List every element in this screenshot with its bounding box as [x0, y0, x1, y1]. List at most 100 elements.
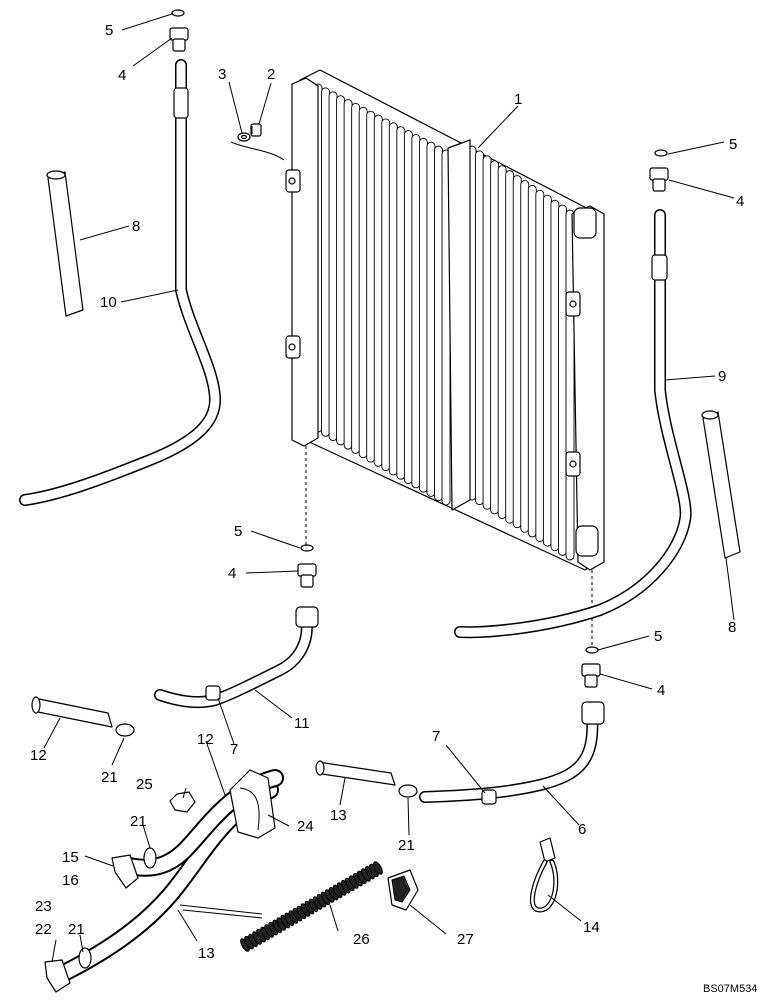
callout-14: 14 — [583, 919, 600, 936]
callout-12-left: 12 — [30, 747, 47, 764]
callout-8-left: 8 — [132, 218, 140, 235]
strap-clamp-14 — [529, 837, 559, 913]
cooler-fin — [351, 102, 361, 454]
sleeve-8-left — [46, 170, 84, 317]
sleeve-12 — [31, 696, 113, 728]
fitting-4-top-right — [649, 167, 669, 192]
o-ring-5-top-right — [654, 149, 668, 157]
clamp-21-hose-upper — [143, 847, 157, 869]
fitting-4-mid-left — [297, 563, 317, 588]
figure-reference: BS07M534 — [703, 983, 757, 995]
clamp-21-left — [115, 723, 135, 737]
callout-5-mid-left: 5 — [234, 523, 242, 540]
cooler-fins-right — [467, 145, 575, 561]
callout-27: 27 — [457, 931, 474, 948]
cooler-fin — [373, 114, 383, 467]
tube-11 — [154, 606, 319, 709]
callout-6: 6 — [578, 821, 586, 838]
cooler-fin — [550, 199, 560, 552]
callout-21-center: 21 — [398, 837, 415, 854]
fitting-4-mid-right — [581, 663, 601, 688]
cooler-fin — [512, 175, 522, 529]
cooler-fin — [388, 122, 398, 476]
cooler-fin — [343, 99, 353, 450]
callout-3: 3 — [218, 66, 226, 83]
spring-coil — [373, 861, 383, 875]
callout-25: 25 — [136, 776, 153, 793]
tube-6 — [419, 701, 605, 803]
callout-4-mid-right: 4 — [657, 682, 665, 699]
cooler-fins-left — [313, 83, 451, 506]
callout-16: 16 — [62, 872, 79, 889]
callout-10: 10 — [100, 294, 117, 311]
cooler-fin — [336, 95, 346, 446]
callout-23: 23 — [35, 898, 52, 915]
callout-26: 26 — [353, 931, 370, 948]
callout-24: 24 — [297, 818, 314, 835]
callout-4-mid-left: 4 — [228, 565, 236, 582]
cooler-fin — [497, 165, 507, 519]
callout-13-lower: 13 — [198, 945, 215, 962]
callout-1: 1 — [514, 91, 522, 108]
o-ring-5-mid-left — [300, 544, 314, 552]
hose-13 — [51, 781, 279, 984]
callout-21-left: 21 — [101, 769, 118, 786]
sleeve-8-right — [701, 410, 741, 559]
cooler-fin — [426, 141, 436, 497]
cooler-fin — [558, 204, 567, 556]
washer-3 — [237, 132, 251, 142]
cooler-fin — [411, 134, 421, 489]
o-ring-5-top-left — [171, 9, 185, 17]
callout-4-top-right: 4 — [736, 193, 744, 210]
o-ring-5-mid-right — [585, 646, 599, 654]
cooler-fin — [535, 189, 545, 542]
connector-7-right — [481, 789, 497, 805]
cooler-fin — [358, 106, 368, 459]
cooler-fin — [520, 180, 530, 533]
cooler-fin — [366, 110, 376, 463]
callout-12-center: 12 — [197, 731, 214, 748]
cooler-fin — [482, 155, 492, 510]
tube-10 — [19, 59, 222, 506]
clamp-21-center — [398, 784, 418, 798]
callout-9: 9 — [718, 368, 726, 385]
spring-guard-26 — [240, 861, 383, 952]
callout-labels: 1 2 3 5 4 5 4 8 10 9 5 4 8 5 4 11 12 12 … — [30, 22, 744, 962]
callout-5-top-left: 5 — [105, 22, 113, 39]
connector-7-left — [205, 685, 221, 701]
callout-11: 11 — [294, 715, 310, 732]
cooler-fin — [328, 91, 338, 442]
cooler-fin — [527, 184, 537, 538]
elbow-15 — [111, 854, 139, 889]
cooler-fin — [321, 87, 330, 437]
callout-4-top-left: 4 — [118, 67, 126, 84]
callout-7-right: 7 — [432, 728, 440, 745]
clip-27 — [387, 869, 419, 911]
callout-22: 22 — [35, 921, 52, 938]
callout-8-right: 8 — [728, 619, 736, 636]
cooler-fin — [381, 118, 391, 472]
callout-5-top-right: 5 — [729, 136, 737, 153]
oil-cooler-core — [285, 69, 605, 571]
bolt-2 — [250, 123, 262, 137]
elbow-22 — [44, 959, 71, 993]
callout-2: 2 — [267, 66, 275, 83]
cooler-fin — [403, 130, 413, 484]
cooler-fin — [418, 137, 428, 493]
bracket-24 — [229, 769, 276, 839]
cooler-fin — [475, 150, 484, 506]
callout-21-lower: 21 — [68, 921, 85, 938]
cooler-fin — [505, 170, 515, 524]
callout-13-center: 13 — [330, 807, 347, 824]
callout-21-hose: 21 — [130, 813, 147, 830]
callout-15: 15 — [62, 849, 79, 866]
callout-5-mid-right: 5 — [654, 628, 662, 645]
fitting-4-top-left — [169, 27, 189, 52]
cooler-fin — [490, 160, 500, 515]
nut-25 — [169, 791, 196, 813]
callout-7-left: 7 — [230, 741, 238, 758]
leader-lines — [43, 13, 735, 963]
sleeve-13 — [315, 760, 396, 786]
cooler-fin — [434, 145, 443, 502]
